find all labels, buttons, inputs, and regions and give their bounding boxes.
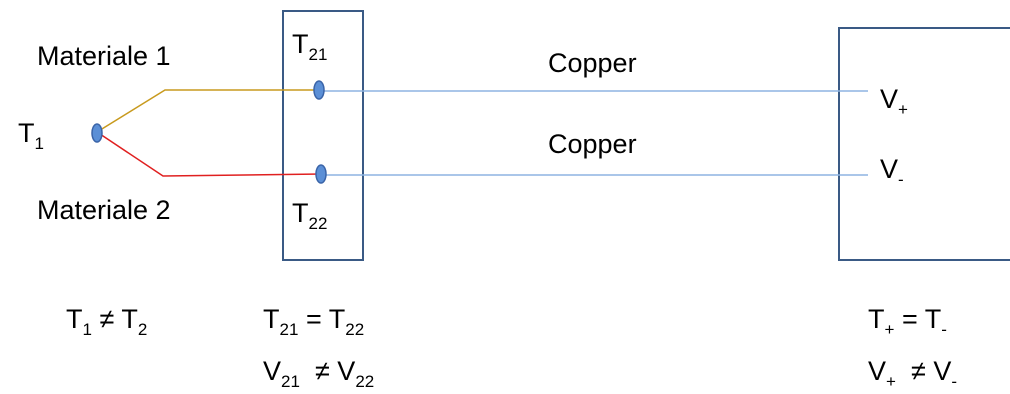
label-copper-bottom: Copper [548,129,637,159]
equation-t1-neq-t2: T1 ≠ T2 [66,304,148,339]
equation-v21-neq-v22: V21 ≠ V22 [263,356,375,391]
hot-junction-t1 [91,123,103,143]
label-v-plus: V+ [880,84,908,119]
label-materiale-2: Materiale 2 [37,195,171,225]
equation-tplus-eq-tminus: T+ = T- [868,304,947,339]
reference-junction-block [282,10,364,261]
equation-t21-eq-t22: T21 = T22 [263,304,365,339]
label-copper-top: Copper [548,48,637,78]
material-1-wire [96,89,320,133]
equation-vplus-neq-vminus: V+ ≠ V- [868,356,957,391]
label-v-minus: V- [880,154,904,189]
label-t21: T21 [292,29,328,64]
material-2-wire [96,131,323,177]
voltmeter-box [838,27,1010,261]
label-materiale-1: Materiale 1 [37,41,171,71]
label-t22: T22 [292,198,328,233]
junction-t22 [315,164,327,184]
junction-t21 [313,80,325,100]
label-t1: T1 [18,118,44,153]
